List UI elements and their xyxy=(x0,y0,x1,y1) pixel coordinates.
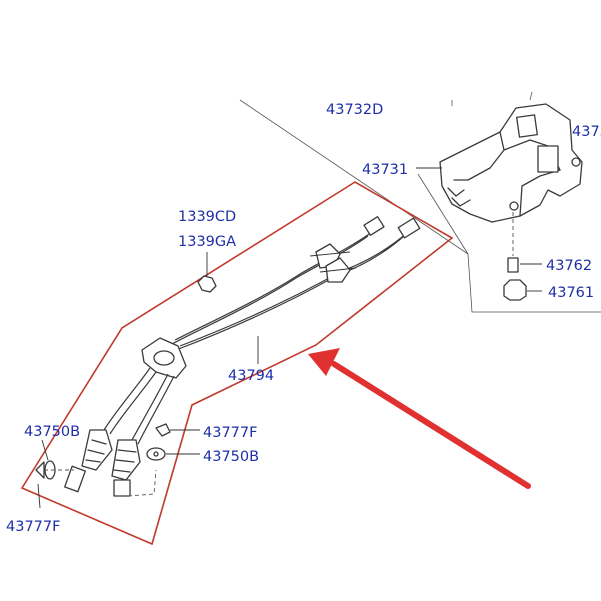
label-1339GA: 1339GA xyxy=(178,234,236,250)
leader-43750B-left xyxy=(41,439,49,461)
label-43750B-right: 43750B xyxy=(203,449,259,465)
label-4373x: 4373 xyxy=(572,124,601,140)
washer-hole xyxy=(153,451,159,457)
label-43732D: 43732D xyxy=(326,102,383,118)
select-cable-upper xyxy=(174,231,373,341)
cable-end-eye-left xyxy=(64,465,86,493)
housing-window xyxy=(537,145,559,173)
shift-cable-upper xyxy=(179,231,409,347)
pointer-arrow xyxy=(308,348,531,489)
washer-43750B-right xyxy=(146,447,200,461)
boot-ribs-right xyxy=(113,449,137,473)
housing-body xyxy=(439,103,583,223)
shift-cable-lower xyxy=(131,373,169,441)
housing-panel-border xyxy=(239,99,601,313)
arrow-shaft xyxy=(331,361,531,489)
housing-inner-edge xyxy=(519,169,561,217)
select-cable-lower xyxy=(103,367,151,431)
cable-end-fitting-b xyxy=(397,217,421,239)
nut-1339GA xyxy=(197,252,217,293)
boot-ribs-left xyxy=(85,439,107,463)
label-43762: 43762 xyxy=(546,258,592,274)
housing-bolt-hole xyxy=(509,201,519,211)
bolt-shank xyxy=(507,257,519,273)
shifter-housing-43731 xyxy=(439,91,583,223)
clip-pin-a xyxy=(309,251,351,257)
cable-end-fitting-a xyxy=(363,216,385,236)
cable-assembly-boundary xyxy=(20,181,454,546)
bolt-43762 xyxy=(507,212,542,273)
label-43731: 43731 xyxy=(362,162,408,178)
select-cable-lower-2 xyxy=(109,371,157,435)
label-43794: 43794 xyxy=(228,368,274,384)
leader-43777F-left xyxy=(37,483,41,509)
nut-43761 xyxy=(503,279,542,301)
housing-socket xyxy=(516,114,538,138)
shift-cable-upper-2 xyxy=(175,235,405,351)
clip-pin-b xyxy=(319,267,357,273)
grommet-center xyxy=(153,350,175,366)
housing-bolt-hole-right xyxy=(571,157,581,167)
right-end-bracket xyxy=(127,469,157,497)
select-cable-upper-2 xyxy=(171,235,369,345)
nut-body xyxy=(197,275,217,293)
housing-clip xyxy=(447,187,471,207)
label-1339CD: 1339CD xyxy=(178,209,236,225)
cable-end-boot-left xyxy=(81,429,113,471)
label-43750B-left: 43750B xyxy=(24,424,80,440)
housing-panel xyxy=(239,99,601,313)
housing-tick xyxy=(529,91,533,101)
cable-end-eye-right xyxy=(113,479,131,497)
arrow-head xyxy=(308,348,340,376)
shift-cable-lower-2 xyxy=(137,375,175,445)
clip-body xyxy=(155,423,171,437)
label-43761: 43761 xyxy=(548,285,594,301)
housing-panel-divider xyxy=(417,173,469,255)
nut-body xyxy=(503,279,527,301)
shift-cable-assembly-43794 xyxy=(35,216,421,497)
label-43777F-right: 43777F xyxy=(203,425,257,441)
clip-43777F-right xyxy=(155,423,200,437)
label-43777F-left: 43777F xyxy=(6,519,60,535)
housing-edge xyxy=(453,131,505,181)
